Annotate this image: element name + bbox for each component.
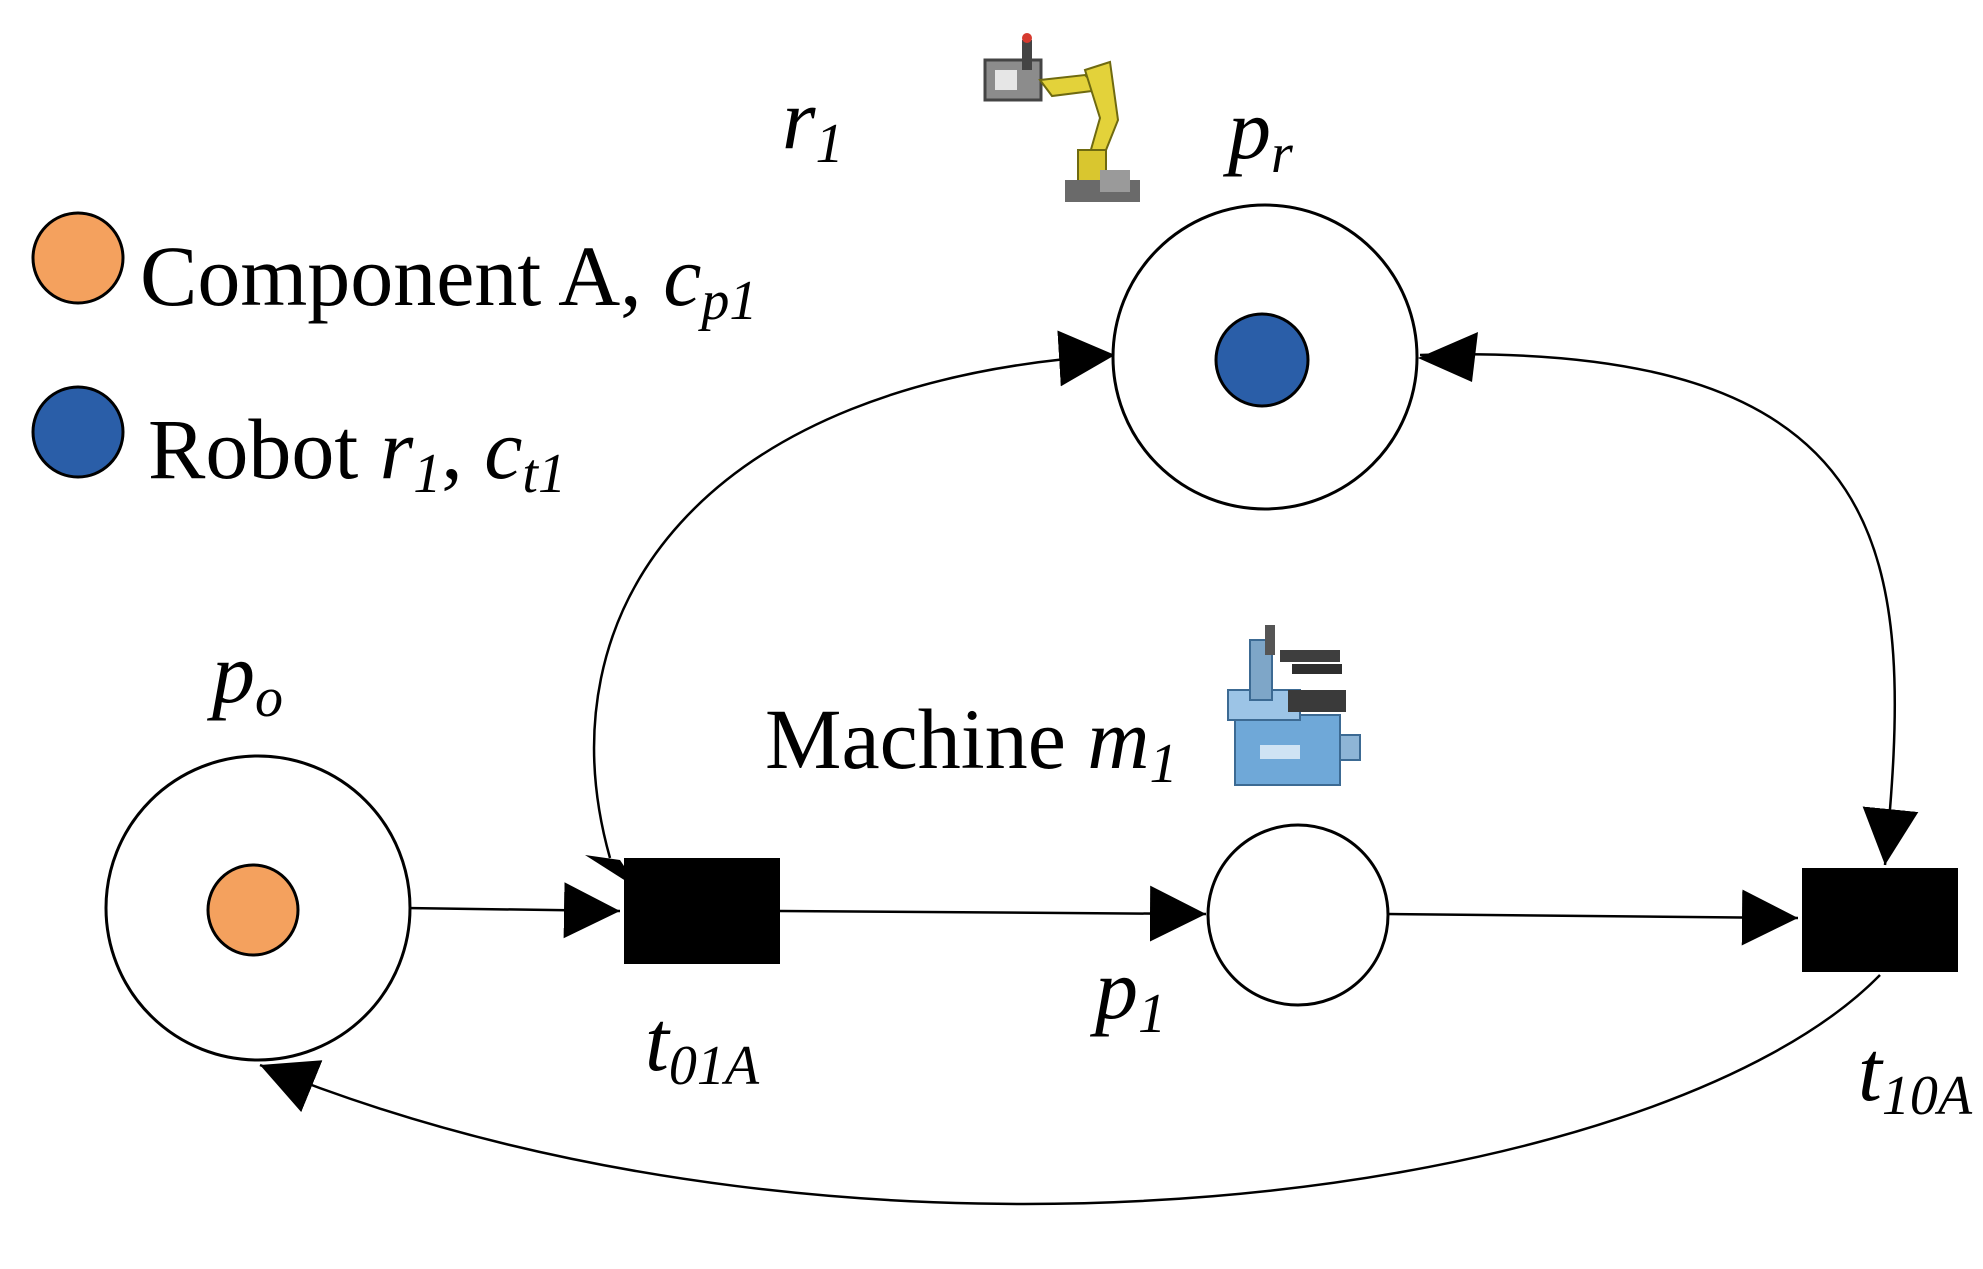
transition-t10A xyxy=(1802,868,1958,972)
label-t01A: t01A xyxy=(645,993,760,1097)
legend-robot-label: Robot r1, ct1 xyxy=(148,401,566,505)
label-t10A: t10A xyxy=(1858,1023,1973,1127)
legend-robot-token xyxy=(31,385,125,479)
arc-t01A-p1 xyxy=(779,885,1207,942)
arc-t10A-pr-head xyxy=(1418,332,1478,382)
label-po: po xyxy=(206,625,283,729)
arc-t10A-po xyxy=(259,974,1881,1206)
arc-pr-t10A xyxy=(1419,353,1919,866)
arc-po-t01A xyxy=(404,882,621,939)
transition-t01A xyxy=(624,858,780,964)
token-component xyxy=(206,863,300,957)
labels: r1 pr po Machine m1 p1 t01A t10A xyxy=(206,71,1973,1127)
machine-tool-icon xyxy=(1227,625,1361,786)
label-pr: pr xyxy=(1222,81,1293,185)
legend-component-label: Component A, cp1 xyxy=(140,228,757,332)
label-r1: r1 xyxy=(782,71,843,175)
token-robot xyxy=(1214,312,1310,408)
legend: Component A, cp1 Robot r1, ct1 xyxy=(31,211,757,505)
place-po xyxy=(104,754,412,1062)
robot-arm-icon xyxy=(983,33,1140,202)
label-machine: Machine m1 xyxy=(765,691,1177,795)
arc-p1-t10A xyxy=(1387,889,1799,946)
legend-component-token xyxy=(31,211,125,305)
label-p1: p1 xyxy=(1089,941,1166,1045)
place-pr xyxy=(1111,203,1419,511)
place-p1 xyxy=(1206,823,1390,1007)
arc-t01A-pr xyxy=(592,330,1116,859)
